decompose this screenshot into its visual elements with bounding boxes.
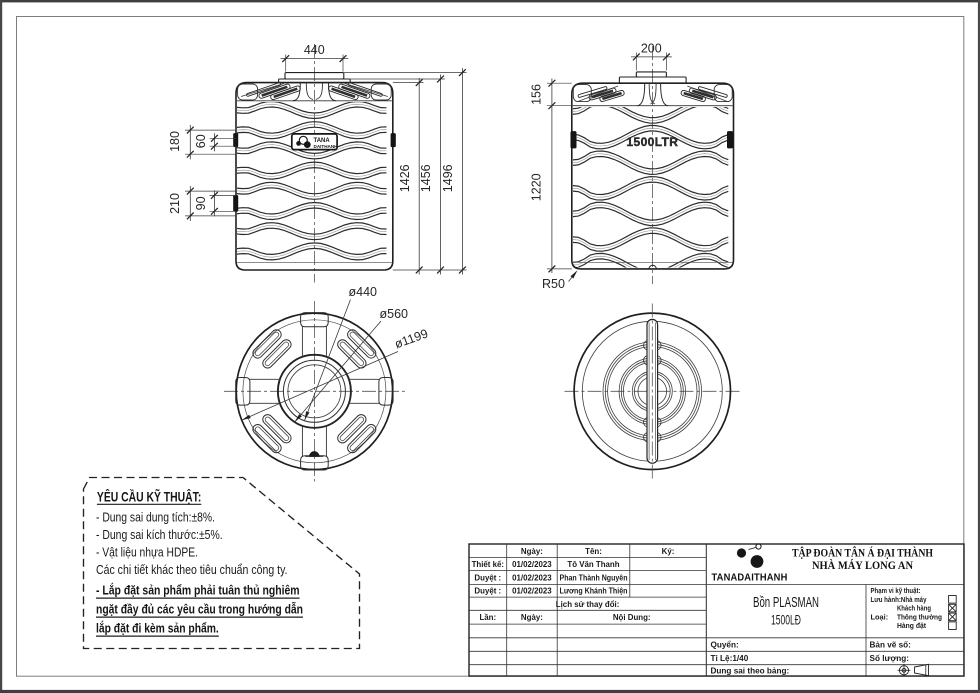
label-title_block-product-name: Bồn PLASMAN <box>753 595 819 611</box>
notes-heading: YÊU CẦU KỸ THUẬT: <box>97 490 201 505</box>
label-views-side-dim_left_top: 156 <box>529 84 543 105</box>
notes-line-1: - Dung sai dung tích:±8%. <box>96 510 215 525</box>
notes-line-7: lắp đặt đi kèm sản phẩm. <box>96 621 219 636</box>
scope-checkbox-3 <box>948 621 957 630</box>
label-title_block-approval-rows-1-date: 01/02/2023 <box>512 573 552 582</box>
front-tank-outline <box>235 81 394 271</box>
label-title_block-approval-headers-sign: Ký: <box>662 547 675 556</box>
label-title_block-scope-items-2-label: Thông thường <box>897 612 942 621</box>
front-logo-line1: TANA <box>314 138 331 144</box>
label-title_block-fields-quantity: Số lượng: <box>870 654 910 663</box>
label-views-front-dim_right-1: 1456 <box>419 164 433 192</box>
label-title_block-approval-rows-1-name: Phan Thành Nguyên <box>560 573 628 582</box>
label-views-front-dim_left_lower-1: 90 <box>194 196 208 210</box>
label-title_block-approval-rows-0-name: Tô Văn Thanh <box>567 560 619 569</box>
label-views-side-corner_radius: R50 <box>542 277 565 291</box>
notes-line-5: - Lắp đặt sản phẩm phải tuân thủ nghiêm <box>96 583 300 598</box>
side-wave-ribs <box>573 107 729 268</box>
label-views-front-dim_left_upper-1: 60 <box>194 134 208 148</box>
drawing-labels: TANA DAITHANH 440 1426 1456 1496 180 60 … <box>96 41 942 675</box>
front-dimensions <box>185 54 467 275</box>
notes-line-4: Các chi tiết khác theo tiêu chuẩn công t… <box>96 562 288 577</box>
notes-line-2: - Dung sai kích thước:±5%. <box>96 527 223 542</box>
label-title_block-approval-rows-2-role: Duyệt : <box>474 587 501 596</box>
notes-border <box>82 476 361 650</box>
front-logo-line2: DAITHANH <box>314 144 339 149</box>
label-title_block-history-col_date: Ngày: <box>521 613 543 622</box>
scope-checkbox-0 <box>948 595 957 604</box>
bottom-view <box>564 303 741 479</box>
front-view <box>233 44 396 283</box>
notes-line-3: - Vật liệu nhựa HDPE. <box>96 545 198 560</box>
label-views-front-dim_width_top: 440 <box>304 43 325 57</box>
label-title_block-fields-scale: Tỉ Lệ:1/40 <box>711 654 749 663</box>
label-views-top-dia_opening: ø440 <box>349 285 378 299</box>
label-title_block-scope-type_label: Loại: <box>871 612 889 621</box>
label-title_block-scope-items-1-label: Khách hàng <box>897 604 931 613</box>
label-title_block-fields-drawing_no: Bản vẽ số: <box>870 641 911 650</box>
label-views-front-dim_right-2: 1496 <box>441 164 455 192</box>
label-title_block-company-name_line2: NHÀ MÁY LONG AN <box>812 560 913 572</box>
side-capacity-label: 1500LTR <box>626 135 678 149</box>
label-title_block-company-name_line1: TẬP ĐOÀN TÂN Á ĐẠI THÀNH <box>792 547 933 560</box>
label-title_block-fields-tolerance: Dung sai theo bảng: <box>711 667 790 676</box>
front-wave-ribs <box>237 102 387 261</box>
label-title_block-approval-rows-2-date: 01/02/2023 <box>512 587 552 596</box>
side-dimensions <box>546 52 672 282</box>
label-title_block-scope-items-3-label: Hàng đặt <box>897 621 926 630</box>
label-title_block-approval-rows-0-role: Thiết kế: <box>472 560 504 569</box>
label-views-front-dim_right-0: 1426 <box>398 164 412 192</box>
label-title_block-scope-title: Phạm vi kỹ thuật: <box>871 586 921 595</box>
front-brand-plate <box>290 133 338 151</box>
label-title_block-fields-volume: Quyển: <box>711 640 739 650</box>
label-views-top-dia_tank: ø1199 <box>393 326 430 351</box>
scope-checkbox-2 <box>948 612 957 622</box>
label-title_block-history-title: Lịch sử thay đổi: <box>556 600 620 609</box>
label-title_block-company-logo_text: TANADAITHANH <box>712 573 788 584</box>
label-views-side-dim_left_body: 1220 <box>529 173 543 201</box>
label-title_block-approval-rows-1-role: Duyệt : <box>474 573 501 582</box>
top-dimensions <box>241 299 399 423</box>
label-title_block-approval-headers-name: Tên: <box>585 547 602 556</box>
label-views-front-dim_left_lower-0: 210 <box>168 193 182 214</box>
label-title_block-approval-rows-0-date: 01/02/2023 <box>512 560 552 569</box>
label-title_block-approval-headers-date: Ngày: <box>521 547 543 556</box>
notes-underlines <box>96 503 303 637</box>
label-title_block-history-col_no: Lần: <box>479 613 496 622</box>
label-views-front-dim_left_upper-0: 180 <box>168 131 182 152</box>
label-views-top-dia_collar: ø560 <box>380 307 409 321</box>
notes-box <box>82 476 361 650</box>
scope-checkbox-1 <box>948 603 957 613</box>
label-title_block-product-model: 1500LĐ <box>771 613 801 628</box>
side-view <box>570 46 735 284</box>
label-views-side-dim_width_top: 200 <box>641 41 662 55</box>
title-block <box>468 543 965 677</box>
label-title_block-approval-rows-2-name: Lương Khánh Thiện <box>560 587 628 596</box>
label-title_block-history-col_content: Nội Dung: <box>613 613 651 622</box>
notes-line-6: ngặt đầy đủ các yêu cầu trong hướng dẫn <box>96 602 303 617</box>
top-view <box>224 301 405 482</box>
label-title_block-scope-items-0-label: Lưu hành:Nhà máy <box>871 595 928 604</box>
